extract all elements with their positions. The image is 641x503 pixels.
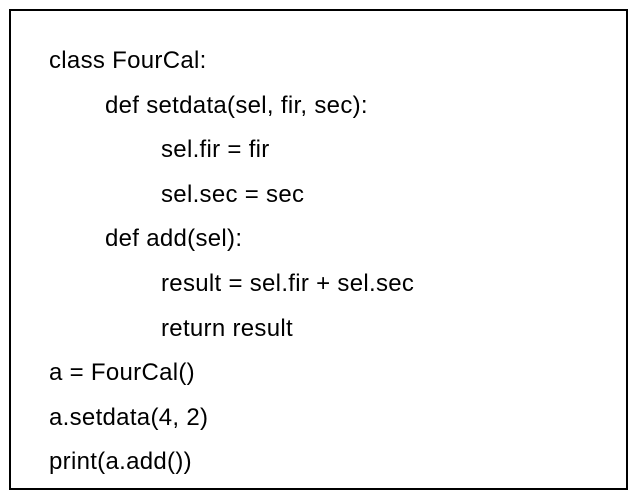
code-lines: class FourCal: def setdata(sel, fir, sec… (11, 39, 626, 485)
code-line-setdata-call: a.setdata(4, 2) (49, 403, 209, 431)
code-line-add-def: def add(sel): (105, 225, 243, 253)
code-line-print: print(a.add()) (49, 448, 192, 476)
code-line-instantiate: a = FourCal() (49, 359, 195, 387)
code-line-assign-fir: sel.fir = fir (161, 136, 270, 164)
code-line-assign-sec: sel.sec = sec (161, 180, 305, 208)
code-line-setdata-def: def setdata(sel, fir, sec): (105, 91, 368, 119)
code-line-result: result = sel.fir + sel.sec (161, 269, 415, 297)
code-block: class FourCal: def setdata(sel, fir, sec… (9, 9, 628, 490)
code-line-class-def: class FourCal: (49, 47, 207, 74)
code-line-return: return result (161, 314, 293, 342)
